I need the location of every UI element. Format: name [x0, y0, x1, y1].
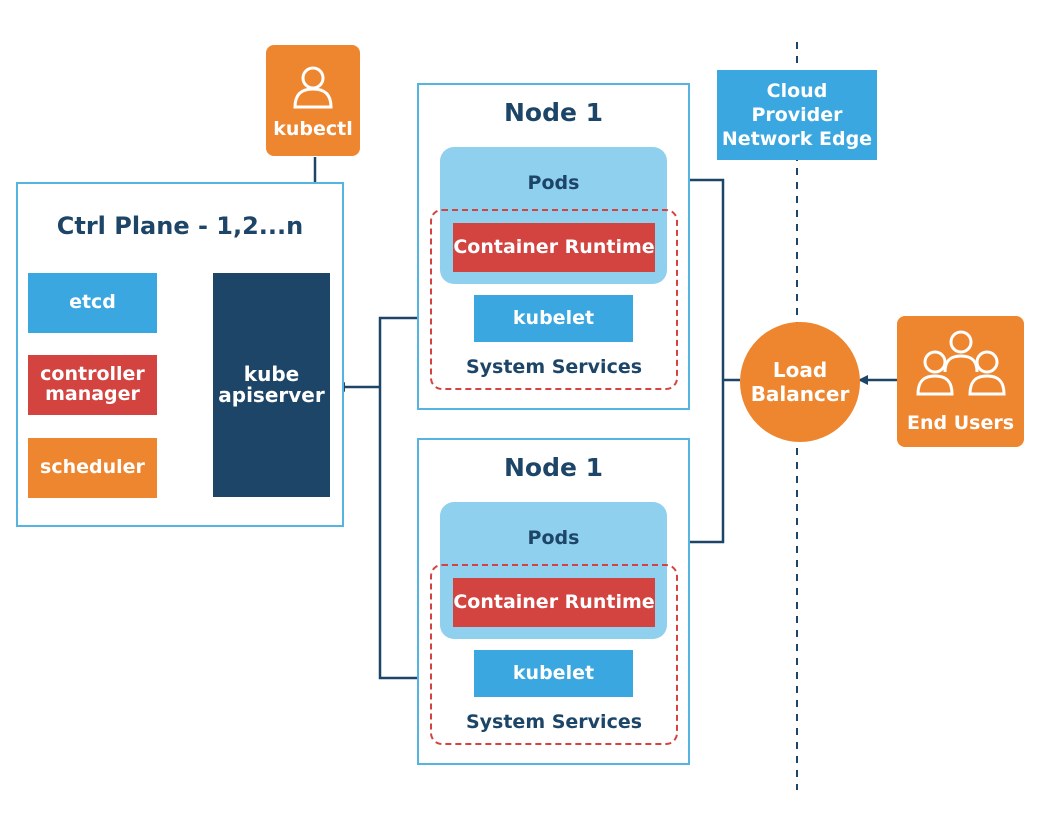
node-1-pods-label: Pods	[527, 172, 580, 194]
node-1-system-services-boundary	[430, 209, 678, 390]
node-1-container-runtime-box[interactable]: Container Runtime	[453, 223, 655, 272]
node-2-title: Node 1	[503, 453, 604, 482]
users-group-icon	[916, 330, 1006, 396]
node-1-title: Node 1	[503, 98, 604, 127]
node-2-kubelet-box[interactable]: kubelet	[474, 650, 633, 697]
end-users-label: End Users	[906, 412, 1015, 435]
kubectl-box[interactable]: kubectl	[266, 45, 360, 156]
etcd-box[interactable]: etcd	[28, 273, 157, 333]
ctrl-plane-title: Ctrl Plane - 1,2...n	[56, 212, 304, 240]
node-1-system-services-label: System Services	[465, 356, 643, 378]
node-2-system-services-boundary	[430, 564, 678, 745]
scheduler-box[interactable]: scheduler	[28, 438, 157, 498]
kube-apiserver-box[interactable]: kube apiserver	[213, 273, 330, 497]
node-1-kubelet-box[interactable]: kubelet	[474, 295, 633, 342]
controller-manager-box[interactable]: controller manager	[28, 355, 157, 415]
load-balancer-circle[interactable]: Load Balancer	[740, 322, 860, 442]
node-2-system-services-label: System Services	[465, 711, 643, 733]
user-icon	[293, 66, 333, 109]
node-2-container-runtime-box[interactable]: Container Runtime	[453, 578, 655, 627]
cloud-provider-network-edge-box: Cloud Provider Network Edge	[717, 70, 877, 160]
node-2-pods-label: Pods	[527, 527, 580, 549]
end-users-box[interactable]: End Users	[897, 316, 1024, 447]
kubectl-label: kubectl	[273, 118, 353, 141]
